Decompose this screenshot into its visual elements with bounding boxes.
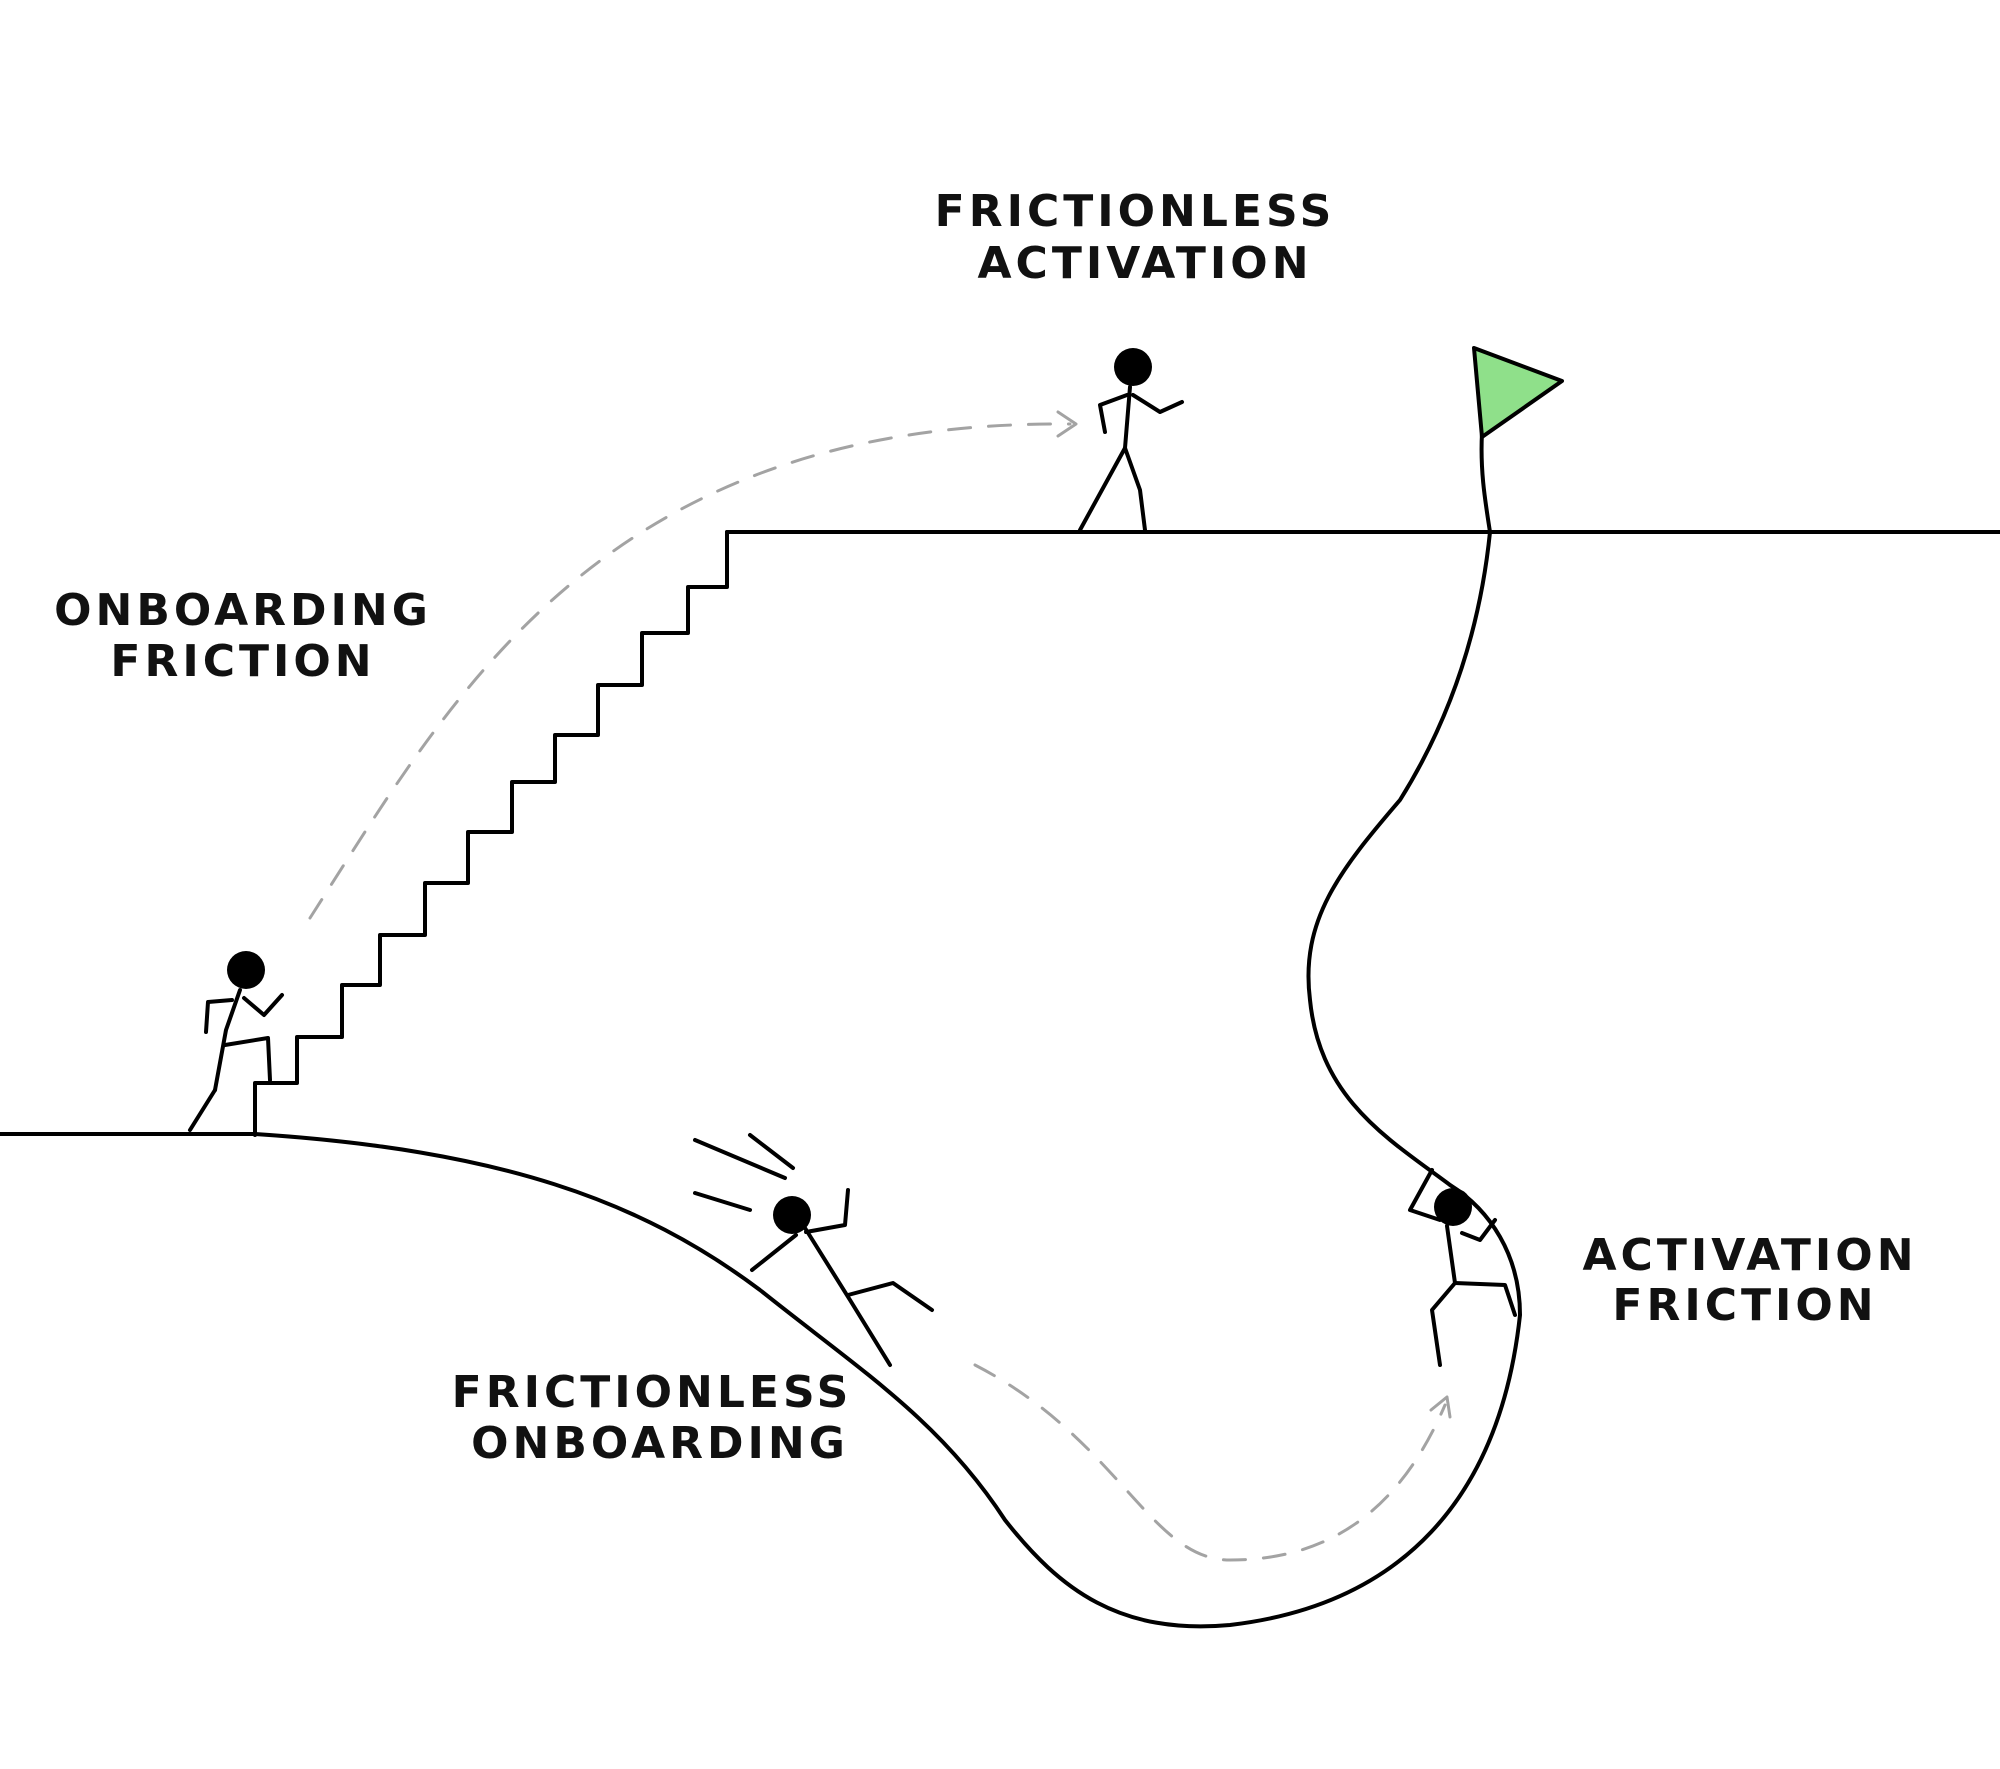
label-line: FRICTION [110,636,375,687]
lower-ground-curve [0,530,1522,1629]
label-activation-friction: ACTIVATION FRICTION [1582,1230,1917,1331]
label-onboarding-friction: ONBOARDING FRICTION [54,585,432,687]
label-line: FRICTIONLESS [935,186,1336,237]
label-line: FRICTION [1612,1280,1877,1331]
stick-figure-sliding-icon [693,1133,934,1367]
stick-figure-hanging-icon [1408,1168,1517,1367]
stick-figure-climbing-icon [188,951,284,1132]
lower-dashed-path [973,1363,1452,1562]
label-line: ACTIVATION [1582,1230,1917,1281]
label-line: FRICTIONLESS [452,1367,853,1418]
label-line: ONBOARDING [54,585,432,636]
label-frictionless-activation: FRICTIONLESS ACTIVATION [935,186,1336,289]
label-line: ACTIVATION [977,238,1312,289]
goal-flag-icon [1472,346,1564,534]
label-frictionless-onboarding: FRICTIONLESS ONBOARDING [452,1367,853,1469]
upper-dashed-path [308,410,1078,920]
staircase [253,530,729,1137]
label-line: ONBOARDING [471,1418,849,1469]
stick-figure-walking-icon [1078,348,1184,532]
